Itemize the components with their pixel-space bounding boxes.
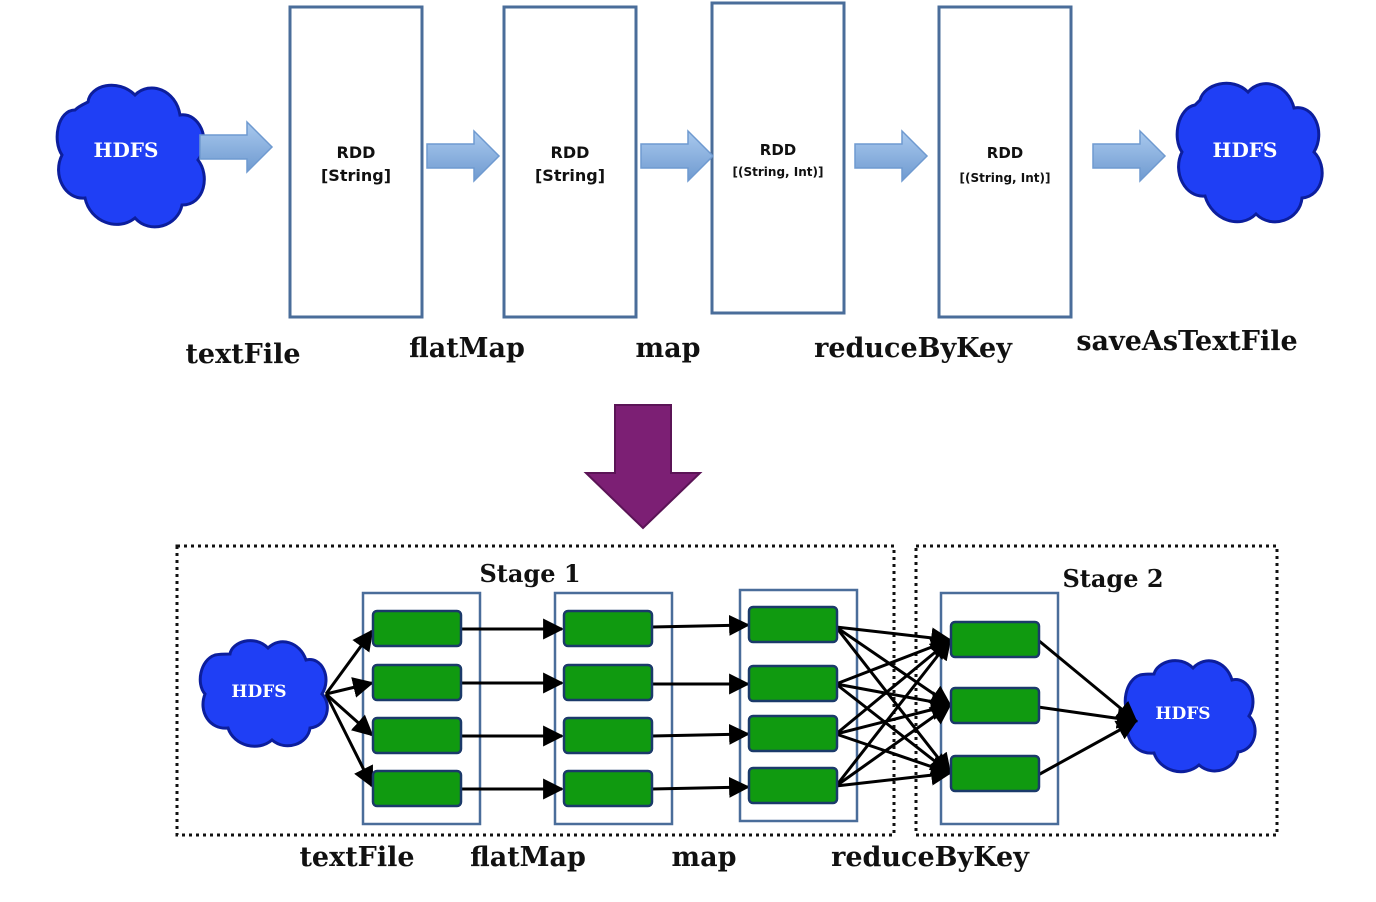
rdd-type: [String]	[535, 166, 605, 185]
partition	[747, 664, 839, 703]
op-label-textfile: textFile	[185, 339, 300, 370]
op-label-reducebykey: reduceByKey	[814, 333, 1013, 364]
top-sink-cloud: HDFS	[1175, 81, 1324, 224]
cloud-icon	[1175, 81, 1324, 224]
flow-arrow-icon	[640, 129, 715, 183]
bottom-source-cloud: HDFS	[198, 639, 329, 748]
rdd-container-map	[738, 588, 859, 823]
partition	[747, 605, 839, 644]
rdd-title: RDD	[337, 143, 376, 162]
rdd-container-textfile	[361, 591, 482, 826]
partition	[371, 716, 463, 755]
rdd-box-2: RDD [String]	[502, 5, 638, 319]
op-label-map: map	[672, 842, 737, 873]
op-label-flatmap: flatMap	[409, 333, 525, 364]
rdd-box-4: RDD [(String, Int)]	[937, 5, 1073, 319]
rdd-type: [(String, Int)]	[733, 165, 824, 179]
cloud-icon	[198, 639, 329, 748]
cloud-icon	[1123, 659, 1257, 774]
partition	[562, 716, 654, 755]
top-source-cloud: HDFS	[55, 83, 206, 229]
cloud-icon	[55, 83, 206, 229]
rdd-box-3: RDD [(String, Int)]	[710, 1, 846, 315]
rdd-box-1: RDD [String]	[288, 5, 424, 319]
partition	[562, 663, 654, 702]
op-label-textfile: textFile	[299, 842, 414, 873]
op-label-saveastextfile: saveAsTextFile	[1076, 326, 1297, 357]
partition	[949, 754, 1041, 793]
op-label-map: map	[636, 333, 701, 364]
stage2-box	[914, 544, 1279, 837]
hdfs-label: HDFS	[231, 682, 286, 702]
partition	[562, 609, 654, 648]
rdd-type: [String]	[321, 166, 391, 185]
partition	[949, 686, 1041, 725]
rdd-title: RDD	[987, 144, 1023, 162]
partition	[371, 609, 463, 648]
op-label-reducebykey: reduceByKey	[831, 842, 1030, 873]
partition	[747, 766, 839, 805]
rdd-title: RDD	[551, 143, 590, 162]
down-arrow-icon	[583, 404, 703, 530]
partition	[371, 663, 463, 702]
hdfs-label: HDFS	[1213, 138, 1278, 162]
partition	[371, 769, 463, 808]
flow-arrow-icon	[199, 120, 274, 174]
stage1-box	[175, 544, 896, 837]
flow-arrow-icon	[426, 129, 501, 183]
bottom-sink-cloud: HDFS	[1123, 659, 1257, 774]
rdd-title: RDD	[760, 141, 796, 159]
stage1-label: Stage 1	[479, 559, 580, 588]
flow-arrow-icon	[1092, 129, 1167, 183]
rdd-type: [(String, Int)]	[960, 171, 1051, 185]
partition	[747, 714, 839, 753]
partition	[562, 769, 654, 808]
hdfs-label: HDFS	[94, 138, 159, 162]
partition	[949, 620, 1041, 659]
hdfs-label: HDFS	[1155, 704, 1210, 724]
rdd-container-flatmap	[553, 591, 674, 826]
stage2-label: Stage 2	[1062, 564, 1163, 593]
flow-arrow-icon	[854, 129, 929, 183]
op-label-flatmap: flatMap	[470, 842, 586, 873]
